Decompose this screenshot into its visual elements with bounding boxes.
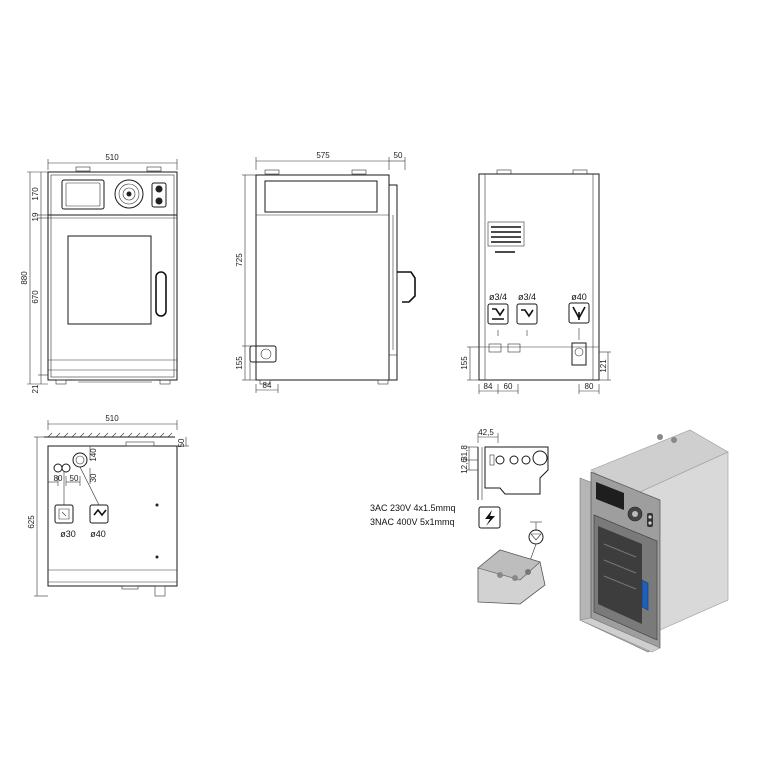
rear-height-155-dim: 155	[460, 356, 469, 370]
rear-dim-80: 80	[585, 382, 594, 391]
plan-dim-80: 80	[54, 474, 63, 483]
plan-drain-40: ø40	[90, 529, 106, 539]
side-offset-dim: 84	[263, 381, 272, 390]
plan-width-dim: 510	[105, 414, 119, 423]
rear-water-conn-2: ø3/4	[518, 292, 536, 302]
plan-top-50-dim: 50	[177, 438, 186, 447]
elec-spec-1: 3AC 230V 4x1.5mmq	[370, 503, 456, 513]
front-height-foot-dim: 21	[31, 384, 40, 393]
front-view: 510 880 170 19 670 21	[20, 153, 178, 393]
plan-drain-30: ø30	[60, 529, 76, 539]
elec-dim-31-8: 31,8	[460, 445, 469, 461]
rear-height-121-dim: 121	[599, 359, 608, 373]
plan-view: 510 50 625 80 50 140 30 ø30 ø40	[27, 414, 189, 597]
front-height-total-dim: 880	[20, 271, 29, 285]
side-handle-dim: 50	[394, 151, 403, 160]
oven-3d-render	[579, 429, 729, 653]
elec-dim-12-6: 12,6	[460, 458, 469, 474]
lightning-icon	[485, 510, 495, 526]
side-height-lower-dim: 155	[235, 356, 244, 370]
plan-dim-50: 50	[70, 474, 79, 483]
plan-depth-dim: 625	[27, 515, 36, 529]
rear-water-conn-1: ø3/4	[489, 292, 507, 302]
front-height-gap-dim: 19	[31, 212, 40, 221]
front-height-door-dim: 670	[31, 290, 40, 304]
side-depth-dim: 575	[316, 151, 330, 160]
side-view: 575 50 725 155 84	[235, 151, 416, 393]
rear-drain-conn: ø40	[571, 292, 587, 302]
door-handle-blue	[641, 579, 649, 611]
rear-dim-60: 60	[504, 382, 513, 391]
rear-view: ø3/4 ø3/4 ø40 155 121 84 60 80	[460, 169, 611, 394]
plan-dim-140: 140	[89, 448, 98, 462]
electric-detail: 42,5 31,8 12,6 3AC 230V 4x1.5mmq 3NAC 40…	[370, 428, 549, 605]
front-height-top-dim: 170	[31, 187, 40, 201]
rear-dim-84: 84	[484, 382, 493, 391]
elec-spec-2: 3NAC 400V 5x1mmq	[370, 517, 455, 527]
elec-dim-42-5: 42,5	[478, 428, 494, 437]
side-height-upper-dim: 725	[235, 253, 244, 267]
front-width-dim: 510	[105, 153, 119, 162]
plan-dim-30: 30	[89, 473, 98, 482]
